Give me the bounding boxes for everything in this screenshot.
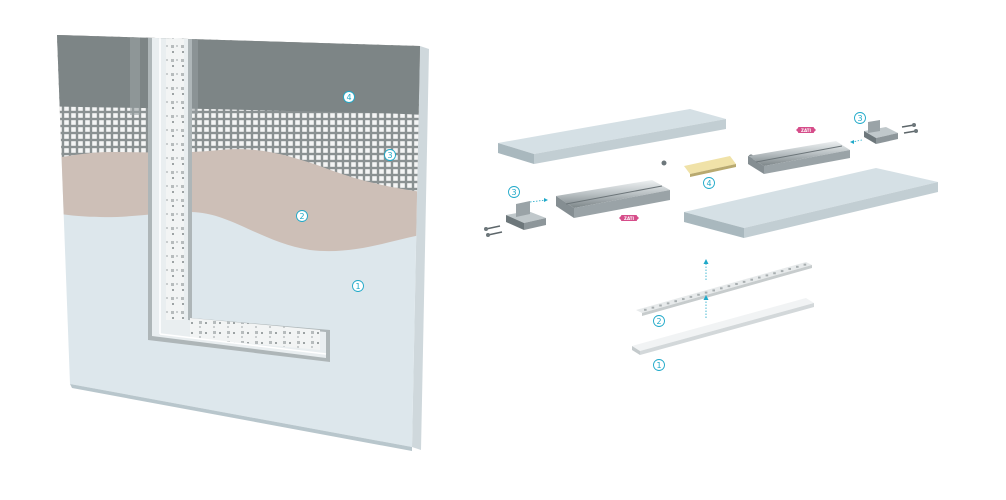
led-chip bbox=[644, 308, 647, 311]
led-chip bbox=[796, 265, 799, 268]
led-chip bbox=[735, 283, 738, 285]
led-chip bbox=[803, 263, 807, 266]
wall-edge bbox=[412, 46, 429, 450]
end-cap-left bbox=[506, 201, 546, 230]
callout-marker: 1 bbox=[653, 359, 665, 371]
callout-circle bbox=[653, 359, 665, 371]
callout-number: 2 bbox=[299, 212, 304, 221]
screw-icon bbox=[484, 225, 503, 237]
callout-marker: 4 bbox=[343, 91, 355, 103]
led-chip bbox=[674, 300, 677, 303]
arrow-right-icon bbox=[529, 198, 548, 203]
profile-left bbox=[556, 180, 670, 218]
callout-marker: 3 bbox=[384, 149, 396, 161]
led-chip bbox=[758, 276, 761, 279]
led-chip bbox=[697, 293, 700, 296]
callout-number: 1 bbox=[355, 282, 360, 291]
callout-circle bbox=[508, 186, 520, 198]
led-chip bbox=[720, 287, 723, 290]
nut bbox=[661, 160, 667, 166]
callout-marker: 1 bbox=[352, 280, 364, 292]
led-chip bbox=[682, 298, 685, 301]
led-chip bbox=[689, 295, 693, 298]
diffuser-cover bbox=[632, 298, 814, 355]
exploded-view: ZATI ZATI 3 4 3 2 1 bbox=[484, 109, 938, 371]
zati-label: ZATI bbox=[624, 216, 634, 221]
callout-circle bbox=[296, 210, 308, 222]
callout-marker: 3 bbox=[508, 186, 520, 198]
callout-number: 3 bbox=[511, 188, 516, 197]
zati-tag: ZATI bbox=[796, 127, 816, 133]
callout-number: 1 bbox=[656, 361, 661, 370]
callout-circle bbox=[384, 149, 396, 161]
led-strip bbox=[636, 262, 812, 316]
callout-number: 3 bbox=[387, 151, 392, 160]
led-chip bbox=[742, 280, 746, 283]
callout-circle bbox=[854, 112, 866, 124]
callout-circle bbox=[352, 280, 364, 292]
callout-number: 4 bbox=[706, 179, 711, 188]
screw-icon bbox=[901, 123, 918, 134]
callout-circle bbox=[703, 177, 715, 189]
layer-plaster bbox=[57, 35, 420, 116]
callout-circle bbox=[343, 91, 355, 103]
end-cap-right bbox=[864, 120, 898, 144]
callout-marker: 2 bbox=[653, 315, 665, 327]
callout-marker: 3 bbox=[854, 112, 866, 124]
led-chip bbox=[704, 291, 708, 294]
profile-right bbox=[748, 141, 850, 174]
zati-tag: ZATI bbox=[619, 215, 639, 221]
callout-number: 4 bbox=[346, 93, 351, 102]
led-chip bbox=[727, 285, 731, 288]
callout-marker: 2 bbox=[296, 210, 308, 222]
led-chip bbox=[666, 302, 670, 305]
led-chip bbox=[712, 289, 715, 292]
callout-number: 2 bbox=[656, 317, 661, 326]
board-bottom-right bbox=[684, 168, 938, 238]
led-chip bbox=[765, 274, 769, 277]
led-profile-l bbox=[148, 35, 330, 362]
zati-label: ZATI bbox=[801, 128, 811, 133]
arrow-up-icon bbox=[703, 295, 709, 318]
led-chip bbox=[651, 306, 655, 309]
led-chip bbox=[780, 270, 784, 273]
board-top-left bbox=[498, 109, 726, 164]
callout-marker: 4 bbox=[703, 177, 715, 189]
led-chip bbox=[659, 304, 662, 307]
callout-circle bbox=[653, 315, 665, 327]
arrow-left-icon bbox=[850, 139, 863, 144]
callout-number: 3 bbox=[857, 114, 862, 123]
connector-plate bbox=[684, 156, 736, 177]
arrow-up-icon bbox=[703, 259, 709, 280]
led-chip bbox=[788, 267, 791, 270]
wall-section: 4 3 2 1 bbox=[57, 35, 429, 451]
led-chip bbox=[773, 272, 776, 275]
led-chip bbox=[750, 278, 753, 281]
